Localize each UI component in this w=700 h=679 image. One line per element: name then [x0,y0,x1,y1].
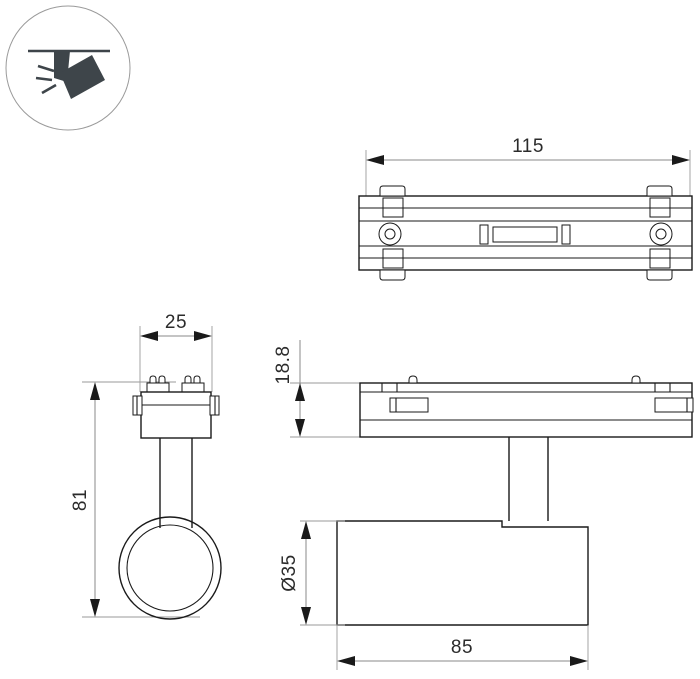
dimension-25: 25 [139,312,213,392]
dimension-label-85: 85 [451,637,473,658]
front-view-adapter [132,391,220,439]
arrow-bottom-35 [301,607,311,625]
contact-pin-left-a [149,375,157,384]
icon-light-ray-2 [35,76,53,82]
dimension-label-35: Ø35 [279,554,300,591]
nub-left [408,375,418,384]
pivot-screw-right [649,222,673,246]
contact-base-right [181,382,205,393]
contact-pin-left [479,224,489,245]
contact-pin-right-b [193,375,201,384]
dimension-115: 115 [365,136,691,196]
front-view: 25 81 [70,312,222,620]
contact-pin-right [561,224,571,245]
dimension-label-115: 115 [512,136,544,157]
front-view-lamp-head [118,516,222,620]
arrow-bottom-18-8 [295,419,305,437]
lamp-head-outer-circle [118,516,222,620]
side-view-stem [508,437,549,521]
side-view-body [336,520,589,626]
contact-pin-right-a [184,375,192,384]
contact-block-right [654,397,694,413]
icon-light-ray-3 [41,83,57,95]
lamp-body-outline [336,520,589,626]
dimension-diameter-35: Ø35 [279,520,345,626]
arrow-left-85 [337,656,355,666]
arrow-top-18-8 [295,383,305,401]
arrow-bottom-81 [90,599,100,617]
contact-pin-left-b [158,375,166,384]
top-view: 115 [358,136,693,281]
arrow-left-115 [366,155,384,165]
nub-right [631,375,641,384]
contact-block-left [389,397,429,413]
lamp-head-inner-circle [126,524,214,612]
dimension-label-25: 25 [165,312,187,333]
dimension-label-81: 81 [70,489,91,511]
front-view-stem [159,438,193,528]
arrow-left-25 [140,331,158,341]
arrow-top-81 [90,382,100,400]
arrow-right-25 [194,331,212,341]
arrow-right-85 [570,656,588,666]
clamp-tab-bottom-right [646,269,673,281]
dimension-label-18-8: 18.8 [273,346,294,385]
dimension-81: 81 [70,381,200,618]
top-view-body [358,185,693,281]
front-view-contacts [146,375,205,393]
side-view: 18.8 [273,340,694,670]
contact-base-left [146,382,170,393]
side-view-track-bar [359,375,694,438]
adapter-housing [140,391,212,439]
icon-light-ray-1 [37,64,55,73]
dimension-85: 85 [336,625,589,670]
track-mounted-spotlight-icon [5,5,131,131]
arrow-top-35 [301,521,311,539]
dimension-18-8: 18.8 [273,340,360,438]
icon-lamp-head [60,55,105,99]
clamp-tab-top-left [379,185,406,197]
clamp-tab-top-right [646,185,673,197]
contact-slot-center [492,226,558,243]
clamp-tab-bottom-left [379,269,406,281]
arrow-right-115 [672,155,690,165]
pivot-screw-left [378,222,402,246]
